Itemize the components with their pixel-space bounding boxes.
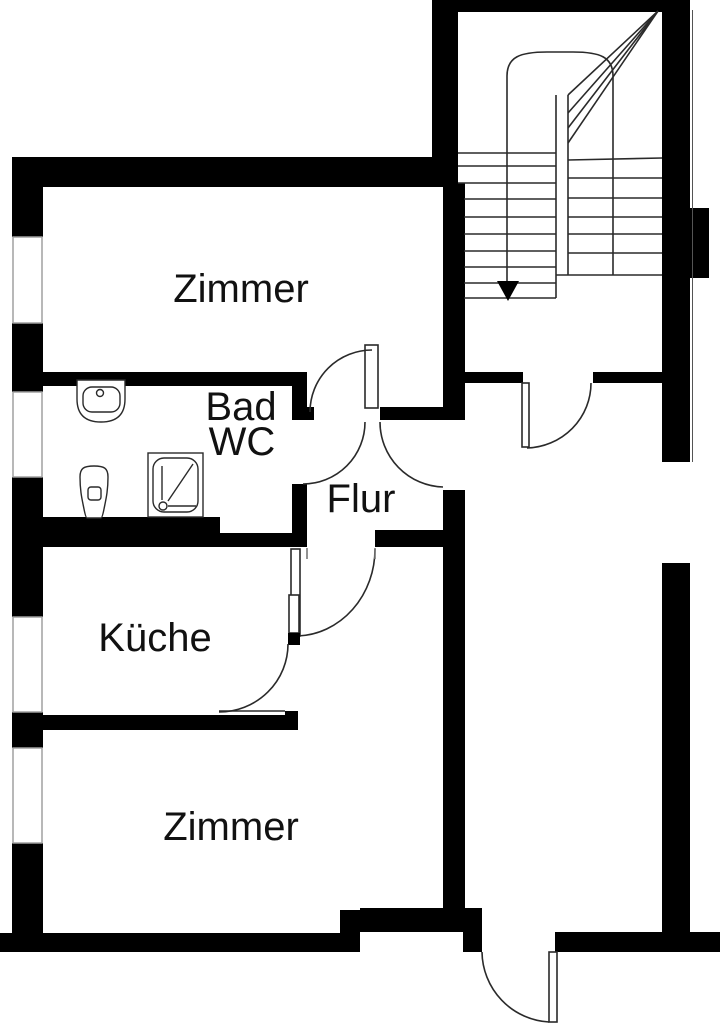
fixtures-layer [76,379,204,519]
staircase [458,10,663,301]
wall-bottom-right [555,932,720,952]
room-label-wc: WC [209,420,276,464]
wall-bottom-left [0,933,360,952]
stair-walk-line [497,95,519,301]
door-flur-east [379,421,444,488]
door-swing-arc [481,951,550,1023]
door-hinge-block [288,633,300,645]
door-apartment-entrance [521,382,592,449]
wall-shaft-top [432,0,690,12]
stair-winder-step [567,10,659,114]
window [12,391,43,478]
door-leaf [521,382,530,448]
door-leaf [548,951,558,1023]
washbasin-drain [95,388,105,398]
wall-kueche-south [43,715,285,730]
wall-bottom-door-block [463,908,482,952]
wall-bad-south-upper [43,517,220,533]
window [12,236,43,324]
window [12,747,43,844]
room-label-flur: Flur [327,477,396,521]
door-bad [302,421,366,485]
wall-right-bump [690,208,709,278]
toilet [79,465,109,519]
shower-drain [158,501,168,511]
washbasin [76,379,126,423]
windows-layer [12,236,43,844]
shower-tray [147,452,204,518]
wall-bottom-mid [360,908,463,932]
door-building-exit [481,951,558,1023]
wall-right-segment [662,563,690,932]
labels-layer: Zimmer Bad WC Flur Küche Zimmer [98,267,395,849]
wall-east-lower [443,490,465,932]
toilet-flush [87,486,102,501]
door-swing-arc [379,421,444,488]
door-swing-arc [526,382,592,449]
stair-stringer [506,51,614,298]
wall-bottom-step [340,910,360,933]
wall-shaft-bottom-left [465,372,523,383]
door-leaf [288,594,300,634]
walls-layer [0,0,720,952]
window [12,616,43,713]
room-label-zimmer-top: Zimmer [173,267,309,311]
door-swing-arc [309,349,373,413]
shower-inner [152,457,199,513]
door-leaf [364,344,379,409]
door-zimmer-top [309,344,379,413]
down-arrow-icon [497,281,519,301]
stair-newel-curve [506,51,614,95]
stair-winder-step [567,10,659,96]
wall-shaft-bottom-right [593,372,662,383]
door-kueche-top [290,548,376,637]
wall-left-segment [12,477,43,617]
wall-shaft-left-upper [432,0,458,183]
washbasin-bowl [82,386,121,413]
wall-bad-south-lower [43,533,292,547]
wall-flur-south-right [375,530,443,547]
stair-step [567,157,663,161]
wall-flur-top [380,407,443,420]
wall-left-segment [12,712,43,748]
wall-kueche-south-block [285,711,298,730]
stair-right-flight [556,157,663,276]
door-swing-arc [302,421,366,485]
door-kueche-bottom [218,594,300,713]
wall-left-segment [12,323,43,392]
door-swing-arc [218,643,289,713]
wall-bad-right-upper [292,372,307,420]
wall-top [12,157,458,187]
door-swing-arc [297,548,376,637]
shower-line-diagonal [167,463,194,502]
wall-bad-right-stub [307,407,314,420]
room-label-zimmer-bottom: Zimmer [163,805,299,849]
wall-right-segment [662,9,690,462]
wall-east-upper [443,183,465,420]
doors-layer [218,344,592,1023]
room-label-bad: Bad [205,385,276,429]
wall-bad-right-lower [292,484,307,547]
room-label-kueche: Küche [98,616,211,660]
